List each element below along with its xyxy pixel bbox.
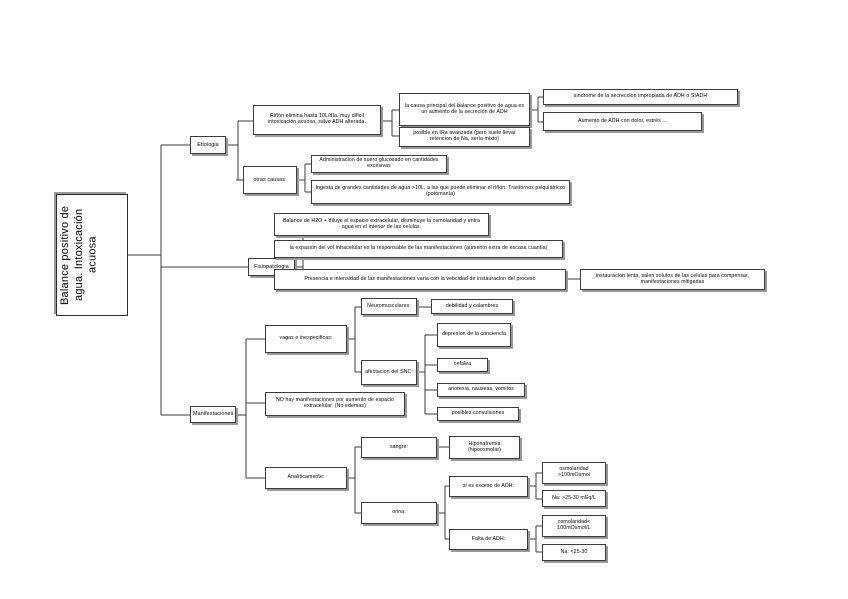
node-posibles-convulsiones[interactable]: posibles convulsiones xyxy=(437,407,519,421)
node-aumento-adh-dolor-label: Aumento de ADH con dolor, estrés ... xyxy=(578,117,667,124)
node-presencia-intensidad-label: Presencia e intensidad de las manifestac… xyxy=(304,275,536,282)
node-rinon-elimina-label: Riñón elimina hasta 10L/día. muy dificil… xyxy=(267,113,366,125)
node-manifestaciones-label: Manifestaciones xyxy=(193,411,234,418)
node-manifestaciones[interactable]: Manifestaciones xyxy=(190,406,236,423)
node-aumento-adh-dolor[interactable]: Aumento de ADH con dolor, estrés ... xyxy=(543,112,702,131)
node-vagas-inespecificas[interactable]: vagas e inespecificas: xyxy=(265,325,347,353)
node-ingesta-agua[interactable]: Ingesta de grandes cantidades de agua >1… xyxy=(311,180,570,204)
node-suero-glucosado[interactable]: Administracion de suero glucosado en can… xyxy=(311,155,447,173)
node-afectacion-snc[interactable]: afectacion del SNC: xyxy=(361,360,417,385)
node-hiponatremia[interactable]: Hiponatremia (hipoosmolar) xyxy=(449,436,520,459)
node-no-hay-manifestaciones-label: NO hay manifestaciones por aumento de es… xyxy=(275,397,395,409)
node-osm-mayor-100-label: osmolaridad >100mOsmol xyxy=(558,466,590,478)
node-siadh-label: sindrome de la secreccion impropiada de … xyxy=(573,93,708,100)
node-analiticamente[interactable]: Analiticamente: xyxy=(265,467,347,489)
node-falta-adh-label: Falta de ADH: xyxy=(471,535,506,542)
node-siadh[interactable]: sindrome de la secreccion impropiada de … xyxy=(543,89,738,105)
node-causa-principal-adh[interactable]: la causa principal del balance positivo … xyxy=(399,93,530,126)
node-debilidad-calambres[interactable]: debilidad y calambres xyxy=(431,299,513,314)
node-posibles-convulsiones-label: posibles convulsiones xyxy=(451,410,505,417)
node-neuromusculares[interactable]: Neuromusculares: xyxy=(361,298,417,315)
node-orina[interactable]: orina: xyxy=(361,502,437,524)
node-anorexia-nauseas-vomitos[interactable]: anorexia, nauseas, vomitos xyxy=(437,383,525,397)
node-na-menor-25-30-label: Na: <25-30 xyxy=(560,548,588,555)
node-cefalea[interactable]: cefalea xyxy=(437,358,488,372)
node-ira-avanzada-label: posible en IRa avanzada (pero suele llev… xyxy=(413,130,516,142)
node-root-label: Balance positivo de agua. Intoxicación a… xyxy=(59,205,99,305)
node-root[interactable]: Balance positivo de agua. Intoxicación a… xyxy=(56,194,128,316)
node-etiologia[interactable]: Etiologia xyxy=(190,136,226,154)
node-instauracion-lenta-label: instauracion lenta, salen solutos de las… xyxy=(595,272,750,285)
node-causa-principal-adh-label: la causa principal del balance positivo … xyxy=(404,102,525,115)
node-otras-causas-label: otras causas: xyxy=(253,176,287,183)
node-osm-menor-100[interactable]: osmolaridad< 100mOsmol/L xyxy=(542,515,606,537)
node-na-mayor-25-30[interactable]: Na: >25-30 mEq/L xyxy=(542,490,606,507)
node-exceso-adh[interactable]: si es exceso de ADH: xyxy=(449,476,528,497)
node-vagas-inespecificas-label: vagas e inespecificas: xyxy=(279,335,333,342)
node-hiponatremia-label: Hiponatremia (hipoosmolar) xyxy=(467,440,501,453)
node-neuromusculares-label: Neuromusculares: xyxy=(367,302,411,309)
node-analiticamente-label: Analiticamente: xyxy=(287,474,325,481)
node-balance-h2o-label: Balance de H2O + diluye el espacio extra… xyxy=(282,217,481,230)
node-na-menor-25-30[interactable]: Na: <25-30 xyxy=(542,544,606,561)
node-balance-h2o[interactable]: Balance de H2O + diluye el espacio extra… xyxy=(274,213,489,236)
node-osm-mayor-100[interactable]: osmolaridad >100mOsmol xyxy=(542,462,606,484)
node-na-mayor-25-30-label: Na: >25-30 mEq/L xyxy=(552,494,596,501)
node-otras-causas[interactable]: otras causas: xyxy=(243,166,297,194)
node-sangre[interactable]: sangre: xyxy=(361,437,437,458)
node-afectacion-snc-label: afectacion del SNC: xyxy=(365,368,413,375)
node-expansion-vol[interactable]: la expasion del vol intracelular es la r… xyxy=(274,240,563,258)
node-anorexia-nauseas-vomitos-label: anorexia, nauseas, vomitos xyxy=(448,386,514,393)
node-rinon-elimina[interactable]: Riñón elimina hasta 10L/día. muy dificil… xyxy=(253,105,381,135)
node-depresion-conciencia-label: depresion de la conciencia xyxy=(441,331,507,338)
node-depresion-conciencia[interactable]: depresion de la conciencia xyxy=(437,323,511,347)
node-debilidad-calambres-label: debilidad y calambres xyxy=(445,302,499,309)
node-ira-avanzada[interactable]: posible en IRa avanzada (pero suele llev… xyxy=(399,127,530,147)
node-suero-glucosado-label: Administracion de suero glucosado en can… xyxy=(319,157,439,169)
node-cefalea-label: cefalea xyxy=(453,361,472,368)
node-instauracion-lenta[interactable]: instauracion lenta, salen solutos de las… xyxy=(580,269,765,290)
node-fisiopatologia-label: Fisiopatologia xyxy=(254,263,289,270)
node-etiologia-label: Etiologia xyxy=(197,141,219,148)
node-ingesta-agua-label: Ingesta de grandes cantidades de agua >1… xyxy=(315,185,566,197)
node-no-hay-manifestaciones[interactable]: NO hay manifestaciones por aumento de es… xyxy=(265,392,405,416)
node-osm-menor-100-label: osmolaridad< 100mOsmol/L xyxy=(557,519,591,531)
node-falta-adh[interactable]: Falta de ADH: xyxy=(449,529,528,550)
node-exceso-adh-label: si es exceso de ADH: xyxy=(462,482,515,489)
node-presencia-intensidad[interactable]: Presencia e intensidad de las manifestac… xyxy=(274,269,566,290)
node-expansion-vol-label: la expasion del vol intracelular es la r… xyxy=(289,245,548,252)
node-orina-label: orina: xyxy=(392,509,406,516)
node-sangre-label: sangre: xyxy=(389,443,408,450)
